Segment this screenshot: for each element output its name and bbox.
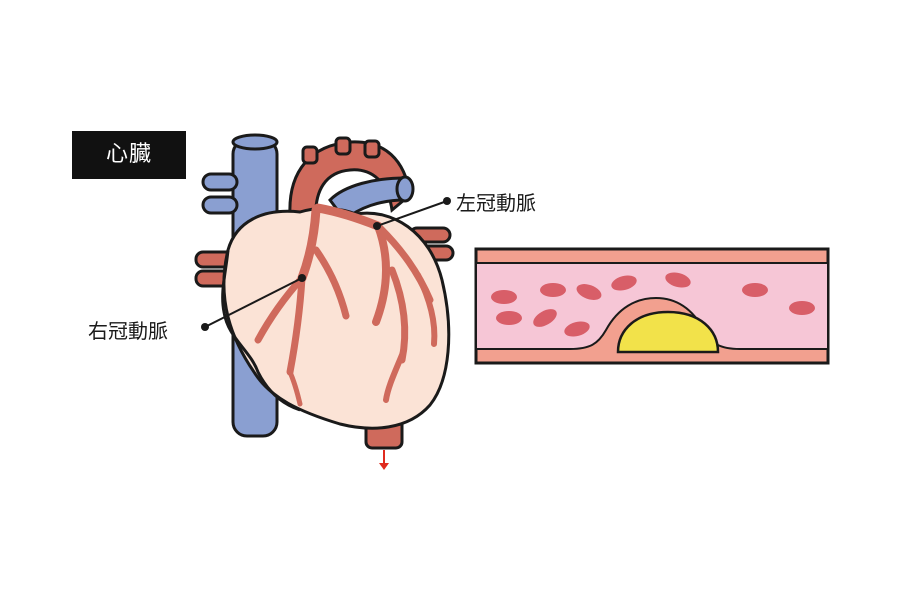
- left-coronary-dot-artery: [373, 222, 381, 230]
- red-blood-cell: [665, 272, 691, 288]
- pulmonary-trunk-end: [395, 175, 415, 203]
- right-coronary-branch-d: [287, 369, 303, 407]
- left-coronary-dot-label: [443, 197, 451, 205]
- aortic-branch-3: [363, 139, 381, 159]
- aortic-branch-2: [334, 136, 352, 156]
- artery-cross-section: [474, 247, 830, 365]
- red-blood-cell: [540, 283, 566, 297]
- right-coronary-dot-artery: [298, 274, 306, 282]
- right-coronary-dot-label: [201, 323, 209, 331]
- flow-arrow-head: [379, 463, 389, 470]
- pulmonary-vein-lower: [201, 195, 239, 215]
- red-blood-cell: [576, 284, 602, 300]
- red-blood-cell: [789, 301, 815, 315]
- left-coronary-leader: [376, 200, 448, 227]
- right-coronary-branch-c: [312, 246, 350, 320]
- plaque-deposit: [616, 310, 720, 354]
- page-title: 心臓: [72, 131, 186, 179]
- pulmonary-vein-upper: [201, 172, 239, 192]
- left-coronary-branch-a: [372, 222, 391, 326]
- red-blood-cell: [564, 321, 590, 337]
- right-coronary-branch-b: [286, 274, 306, 376]
- vena-cava-top: [231, 133, 279, 151]
- aortic-branch-1: [301, 145, 319, 165]
- red-blood-cell: [533, 309, 557, 327]
- left-coronary-trunk: [313, 203, 383, 231]
- right-coronary-trunk: [297, 205, 321, 283]
- red-blood-cell: [491, 290, 517, 304]
- red-blood-cell: [611, 275, 637, 291]
- right-coronary-leader: [204, 277, 303, 328]
- right-coronary-branch-a: [254, 274, 306, 344]
- left-coronary-branch-e: [415, 272, 438, 347]
- right-coronary-artery-label: 右冠動脈: [88, 319, 168, 343]
- red-blood-cell: [742, 283, 768, 297]
- coronary-artery-network: [254, 203, 438, 407]
- vessel-lumen: [475, 262, 829, 350]
- left-coronary-artery-label: 左冠動脈: [456, 191, 536, 215]
- left-coronary-branch-d: [383, 347, 407, 403]
- red-blood-cell: [496, 311, 522, 325]
- right-atrium: [221, 249, 301, 412]
